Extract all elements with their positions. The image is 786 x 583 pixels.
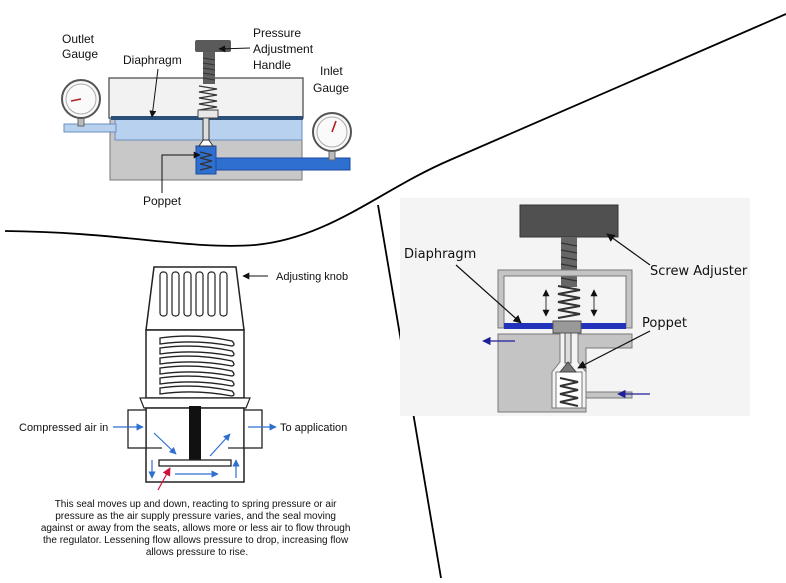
label-poppet: Poppet xyxy=(143,194,182,208)
label-to-application: To application xyxy=(280,422,347,434)
label-inlet-gauge-1: Inlet xyxy=(320,64,343,78)
spring-seat xyxy=(197,109,219,119)
c-screw-pointer xyxy=(606,233,651,266)
panel-right-regulator: Diaphragm Screw Adjuster Poppet xyxy=(400,198,750,416)
screw-shaft-threads xyxy=(560,242,578,282)
c-label-screw-adjuster: Screw Adjuster xyxy=(650,264,748,279)
label-inlet-gauge-2: Gauge xyxy=(313,81,349,95)
label-adjusting-knob: Adjusting knob xyxy=(276,271,348,283)
poppet-valve xyxy=(198,135,214,147)
label-compressed-air-in: Compressed air in xyxy=(19,422,108,434)
poppet-spring xyxy=(199,151,213,171)
inlet-gauge xyxy=(312,112,352,161)
spring-housing-cap xyxy=(139,397,251,409)
c-main-spring xyxy=(557,285,581,319)
divider-curve xyxy=(4,13,786,247)
c-poppet-spring xyxy=(559,377,579,407)
label-diaphragm: Diaphragm xyxy=(123,53,182,67)
c-poppet xyxy=(558,361,578,373)
c-lower-body xyxy=(497,333,633,413)
c-stem xyxy=(564,332,572,364)
label-outlet-gauge-1: Outlet xyxy=(62,32,95,46)
seal-plate xyxy=(158,459,232,467)
flow-arrow-diag-out xyxy=(209,433,231,457)
outlet-port xyxy=(243,409,263,449)
caption-line-5: allows pressure to rise. xyxy=(146,547,248,558)
c-label-poppet: Poppet xyxy=(642,316,687,331)
seal-pointer xyxy=(157,467,171,491)
c-poppet-pointer xyxy=(577,330,651,369)
valve-stem-black xyxy=(189,406,201,462)
flow-arrow-diag-in xyxy=(153,432,177,455)
coil-spring xyxy=(159,335,235,397)
c-diaphragm-plate xyxy=(552,320,582,334)
outlet-pipe xyxy=(63,123,117,133)
label-pressure-3: Handle xyxy=(253,58,291,72)
caption-line-3: against or away from the seats, allows m… xyxy=(41,523,351,534)
caption-line-2: pressure as the air supply pressure vari… xyxy=(55,511,336,522)
screw-adjuster-head xyxy=(519,204,619,238)
label-pressure-2: Adjustment xyxy=(253,42,314,56)
c-diaphragm-pointer xyxy=(455,264,522,324)
label-pressure-1: Pressure xyxy=(253,26,301,40)
valve-stem xyxy=(202,117,210,141)
panel-bottom-left-regulator: Adjusting knob Compressed air in To appl… xyxy=(19,266,353,558)
knob-ridges xyxy=(159,271,228,317)
label-outlet-gauge-2: Gauge xyxy=(62,47,98,61)
inlet-port xyxy=(127,409,147,449)
poppet-pointer xyxy=(161,151,201,193)
caption-line-4: the regulator. Lessening flow allows pre… xyxy=(43,535,349,546)
caption: This seal moves up and down, reacting to… xyxy=(41,499,353,558)
panel-top-regulator: Outlet Gauge Diaphragm Pressure Adjustme… xyxy=(61,26,352,208)
diaphragm-pointer xyxy=(149,68,159,118)
caption-line-1: This seal moves up and down, reacting to… xyxy=(55,499,337,510)
adjustment-handle xyxy=(195,40,231,52)
handle-pointer xyxy=(218,45,251,53)
c-label-diaphragm: Diaphragm xyxy=(404,247,476,262)
outlet-gauge xyxy=(61,79,101,127)
main-spring xyxy=(198,85,218,111)
screw-threads xyxy=(202,57,216,81)
